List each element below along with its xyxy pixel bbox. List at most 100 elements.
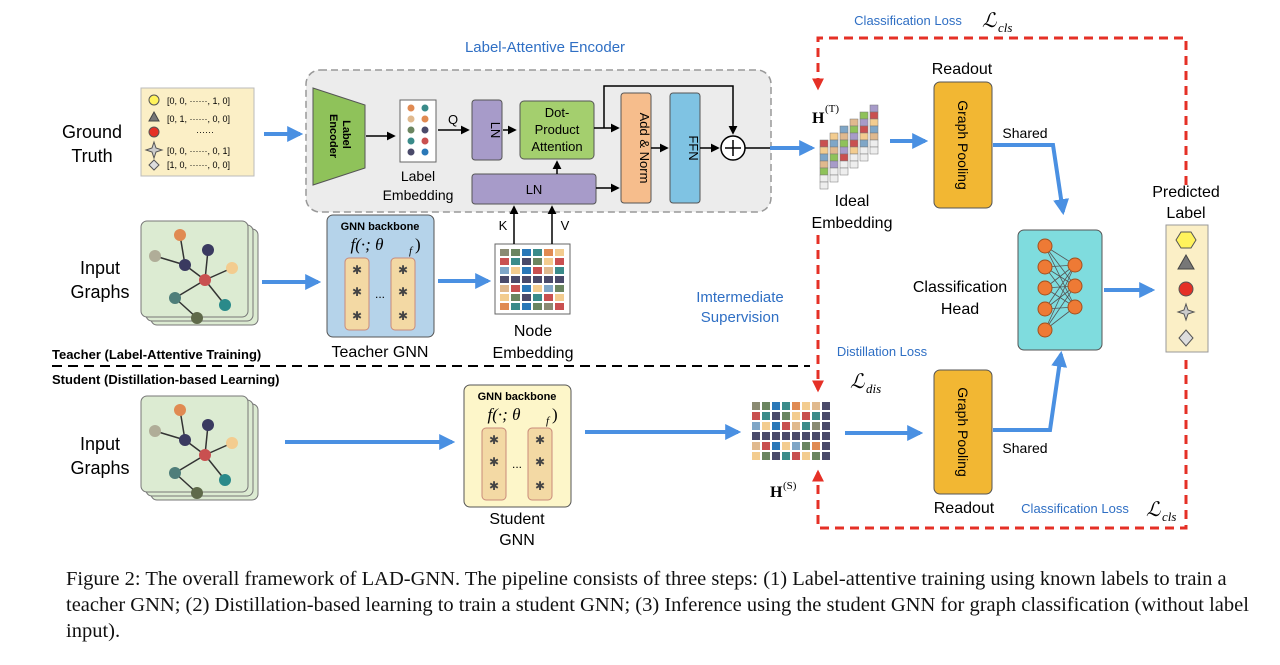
ideal-embedding-stack [819,104,879,190]
add-norm-block: Add & Norm [620,92,652,204]
diamond-shape-icon [1178,329,1194,347]
svg-text:Attention: Attention [531,139,582,154]
gt-row-5: [1, 0, ······, 0, 0] [167,160,230,170]
ideal-embedding-caption: Ideal [835,193,870,210]
svg-text:✱: ✱ [489,455,499,469]
student-gnn-caption-2: GNN [499,532,535,549]
svg-text:Add & Norm: Add & Norm [637,113,652,184]
classification-loss-subscript-top: cls [998,20,1012,35]
graph-pooling-student: Graph Pooling [933,369,993,495]
classification-loss-label-top: Classification Loss [854,13,962,28]
svg-text:GNN backbone: GNN backbone [478,391,557,403]
input-graphs-label-student: Input [80,434,120,454]
svg-text:...: ... [512,457,522,471]
student-gnn-block: GNN backbone f(·; θ f ) ✱✱✱ ✱✱✱ ... [463,384,572,508]
svg-text:LN: LN [488,122,503,139]
v-label: V [561,218,570,233]
svg-text:Dot-: Dot- [545,105,570,120]
dot-product-attention-block: Dot- Product Attention [519,100,595,160]
svg-text:Graph Pooling: Graph Pooling [955,387,971,477]
node-embedding-caption-2: Embedding [493,345,574,362]
svg-text:✱: ✱ [489,433,499,447]
triangle-shape-icon [148,110,160,122]
svg-text:✱: ✱ [398,309,408,323]
predicted-label-title: Predicted [1152,184,1220,201]
distillation-loss-label: Distillation Loss [837,344,928,359]
h-t-label: H [812,110,825,127]
star-shape-icon [1176,302,1196,322]
intermediate-supervision-label-2: Supervision [701,309,779,326]
hexagon-shape-icon [1175,231,1197,249]
node-embedding-caption: Node [514,323,552,340]
svg-text:Product: Product [535,122,580,137]
classification-head-label: Classification [913,279,1007,296]
red-circle-shape-icon [1178,281,1194,297]
gt-row-2: [0, 1, ······, 0, 0] [167,114,230,124]
label-encoder-text: Label [340,120,352,149]
classification-loss-loop-top [812,36,1188,185]
svg-text:f(·; θ: f(·; θ [488,405,521,424]
h-s-superscript: (S) [783,480,797,492]
input-graph-stack-teacher [140,220,259,326]
readout-label-bottom: Readout [934,500,995,517]
residual-connection [603,85,738,135]
input-graphs-label-teacher-2: Graphs [70,282,129,302]
svg-text:f(·; θ: f(·; θ [351,235,384,254]
gt-row-1: [0, 0, ······, 1, 0] [167,96,230,106]
predicted-label-card [1165,224,1209,353]
svg-text:f: f [546,415,551,427]
q-label: Q [448,112,458,127]
svg-text:✱: ✱ [352,309,362,323]
star-shape-icon [144,140,164,160]
add-circle-icon [720,135,746,161]
circle-shape-icon [148,94,160,106]
label-embedding-matrix [399,99,437,163]
graph-pooling-teacher: Graph Pooling [933,81,993,209]
arrow-pool-to-head-top [993,143,1070,216]
h-s-label: H [770,484,783,501]
input-graph-stack-student [140,395,259,501]
input-graphs-label-student-2: Graphs [70,458,129,478]
svg-text:): ) [415,235,421,254]
classification-head-label-2: Head [941,301,979,318]
gt-row-3: ······ [196,127,214,137]
shared-label-bottom: Shared [1002,440,1047,456]
framework-diagram: Ground Truth [0, 0, ······, 1, 0] [0, 1,… [52,10,1220,549]
classification-loss-symbol-top: ℒ [982,10,997,32]
svg-text:FFN: FFN [686,135,701,160]
ffn-block: FFN [669,92,701,204]
intermediate-supervision-label: Imtermediate [696,289,784,306]
distillation-loss-symbol: ℒ [850,371,865,393]
diamond-shape-icon [148,159,160,171]
classification-loss-label-bottom: Classification Loss [1021,501,1129,516]
svg-text:...: ... [375,287,385,301]
student-embedding-matrix [752,402,830,460]
svg-text:LN: LN [526,182,543,197]
svg-text:f: f [409,245,414,257]
ln-block-query: LN [471,99,503,161]
svg-text:✱: ✱ [489,479,499,493]
label-embedding-caption-2: Embedding [383,187,454,203]
arrow-pool-to-head-bottom [993,350,1068,432]
svg-text:GNN backbone: GNN backbone [341,221,420,233]
svg-text:✱: ✱ [398,285,408,299]
ideal-embedding-caption-2: Embedding [812,215,893,232]
distillation-loss-subscript: dis [866,381,881,396]
teacher-gnn-block: GNN backbone f(·; θ f ) ✱✱✱ ✱✱✱ ... [326,214,435,338]
ground-truth-label: Ground [62,122,122,142]
label-encoder-block: Label Encoder [312,87,366,186]
svg-text:✱: ✱ [398,263,408,277]
label-embedding-caption: Label [401,168,435,184]
readout-label-top: Readout [932,61,993,78]
classification-head-network [1017,229,1103,351]
node-embedding-matrix [494,243,571,315]
gt-row-4: [0, 0, ······, 0, 1] [167,146,230,156]
svg-text:): ) [552,405,558,424]
predicted-label-title-2: Label [1166,205,1205,222]
classification-loss-symbol-bottom: ℒ [1146,499,1161,521]
svg-text:✱: ✱ [352,285,362,299]
figure-caption: Figure 2: The overall framework of LAD-G… [66,568,1249,642]
red-circle-shape-icon [148,126,160,138]
teacher-section-label: Teacher (Label-Attentive Training) [52,347,261,362]
input-graphs-label-teacher: Input [80,258,120,278]
